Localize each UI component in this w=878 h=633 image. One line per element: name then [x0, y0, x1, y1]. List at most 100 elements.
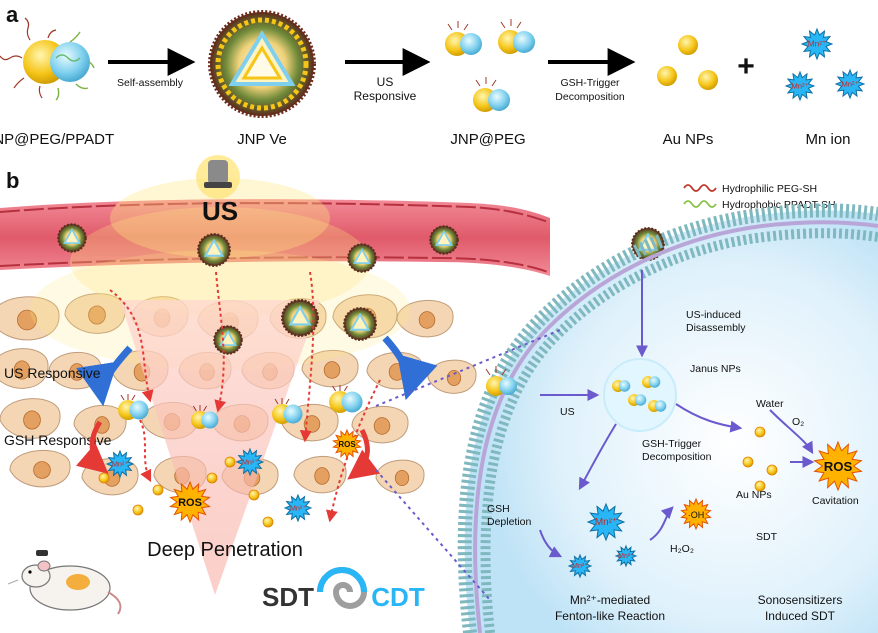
flow-arrow	[769, 409, 814, 455]
au-np-icon	[657, 35, 718, 90]
hydroxyl-radical: ·OH	[680, 497, 712, 531]
vesicle-group	[57, 223, 665, 355]
panel-b-label: b	[6, 168, 19, 193]
arrow-label: Self-assembly	[117, 77, 184, 89]
mn-ion-star: Mn²⁺	[800, 27, 834, 61]
au-np	[262, 516, 274, 528]
cell-interior	[464, 210, 878, 633]
arrow-label: Decomposition	[555, 91, 625, 103]
tissue-cell	[301, 349, 359, 388]
janus-np	[191, 405, 219, 429]
panel-a-label: a	[6, 2, 19, 27]
janus-np	[642, 376, 661, 388]
vesicle	[281, 299, 319, 337]
water-label: Water	[756, 398, 784, 410]
au-np	[152, 484, 164, 496]
tissue-cell	[366, 351, 424, 390]
au-np	[206, 472, 218, 484]
tissue-cell	[0, 398, 61, 439]
ros-burst: ROS	[169, 480, 211, 524]
tissue-cell	[0, 296, 60, 341]
janus-np	[648, 400, 667, 412]
au-np	[248, 489, 260, 501]
janus-np	[612, 380, 631, 392]
mn-ion-label: Mn²⁺	[791, 82, 808, 91]
us-arrow-label: US	[560, 406, 575, 418]
janus-np	[118, 394, 149, 420]
cell-membrane	[457, 203, 878, 633]
legend-entry: Hydrophilic PEG-SH	[722, 183, 817, 195]
sdt-cdt-swirl-icon	[317, 567, 368, 609]
tissue-cell	[9, 449, 71, 488]
flow-arrow	[649, 506, 674, 541]
mn-ion-label: Mn²⁺	[242, 458, 258, 466]
cdt-label: CDT	[371, 582, 425, 612]
au-np-group	[742, 426, 778, 492]
ros-label: ROS	[178, 497, 202, 509]
arrow-label: Responsive	[354, 89, 417, 103]
zoom-lines	[375, 329, 561, 601]
stage-name: JNP@PEG	[450, 131, 525, 148]
stage-name: Au NPs	[663, 131, 714, 148]
legend	[683, 184, 717, 208]
tissue-cell	[0, 348, 49, 389]
vesicle	[213, 325, 243, 355]
h2o2-label: H₂O₂	[670, 543, 694, 555]
ultrasound-transducer-icon	[196, 155, 240, 199]
mn-ion-label: Mn²⁺	[841, 80, 858, 89]
sdt-small-label: SDT	[756, 531, 778, 543]
stage-name: JNP@PEG/PPADT	[0, 131, 114, 148]
janus-np-group	[612, 376, 667, 412]
mn-ion-label: Mn²⁺	[290, 504, 306, 512]
tissue-cell	[293, 455, 347, 494]
janus-np	[628, 394, 647, 406]
vesicle-icon	[208, 10, 316, 118]
au-nps-label: Au NPs	[736, 489, 772, 501]
vesicle	[57, 223, 87, 253]
us-responsive-label: US Responsive	[4, 365, 101, 381]
flow-arrow	[539, 529, 563, 558]
us-induced-label: US-induced	[686, 309, 741, 321]
au-np	[132, 504, 144, 516]
legend-entry: Hydrophobic PPADT-SH	[722, 199, 836, 211]
red-curved-arrow	[76, 420, 381, 480]
mn-ion-label: Mn²⁺	[595, 517, 617, 528]
blue-curved-arrow	[76, 335, 438, 407]
gsh-trigger-label: Decomposition	[642, 451, 712, 463]
stage-name: JNP Ve	[237, 131, 287, 148]
janus-entry-icon	[485, 366, 517, 396]
us-label: US	[202, 196, 238, 226]
vesicle	[343, 307, 377, 341]
mn-ion-star: Mn²⁺	[784, 70, 816, 102]
sdt-label: SDT	[262, 582, 314, 612]
arrow-label: GSH-Trigger	[560, 77, 620, 89]
mn-ion-star: Mn²⁺	[834, 68, 866, 100]
sonosensitizer-label: Induced SDT	[765, 609, 836, 623]
mn-ion-label: Mn²⁺	[808, 40, 827, 49]
mn-ros-group: Mn²⁺ Mn²⁺ Mn²⁺ ROS ROS	[105, 428, 362, 524]
janus-label: Janus NPs	[690, 363, 741, 375]
vesicle	[347, 243, 377, 273]
ros-label: ROS	[338, 440, 356, 449]
gsh-depletion-label: Depletion	[487, 516, 532, 528]
mouse-icon	[7, 550, 122, 615]
sonosensitizer-label: Sonosensitizers	[758, 593, 843, 607]
vesicle	[197, 233, 231, 267]
janus-np-group-icon	[445, 19, 535, 112]
blood-vessel	[0, 199, 550, 276]
au-np	[754, 480, 766, 492]
janus-particle-icon	[0, 17, 95, 101]
vesicle	[429, 225, 459, 255]
mn-ion-label: Mn²⁺	[112, 460, 128, 468]
mn-ion-label: Mn²⁺	[572, 562, 588, 570]
tissue-cell	[427, 359, 477, 394]
au-np	[754, 426, 766, 438]
mn-ion-star: Mn²⁺	[105, 449, 135, 479]
mn-ion-star: Mn²⁺	[283, 493, 313, 523]
janus-np-group	[118, 385, 363, 429]
plus-sign: +	[737, 50, 755, 83]
deep-penetration-label: Deep Penetration	[147, 539, 303, 561]
ros-burst: ROS	[813, 440, 863, 492]
fenton-label: Fenton-like Reaction	[555, 609, 665, 623]
au-np	[742, 456, 754, 468]
